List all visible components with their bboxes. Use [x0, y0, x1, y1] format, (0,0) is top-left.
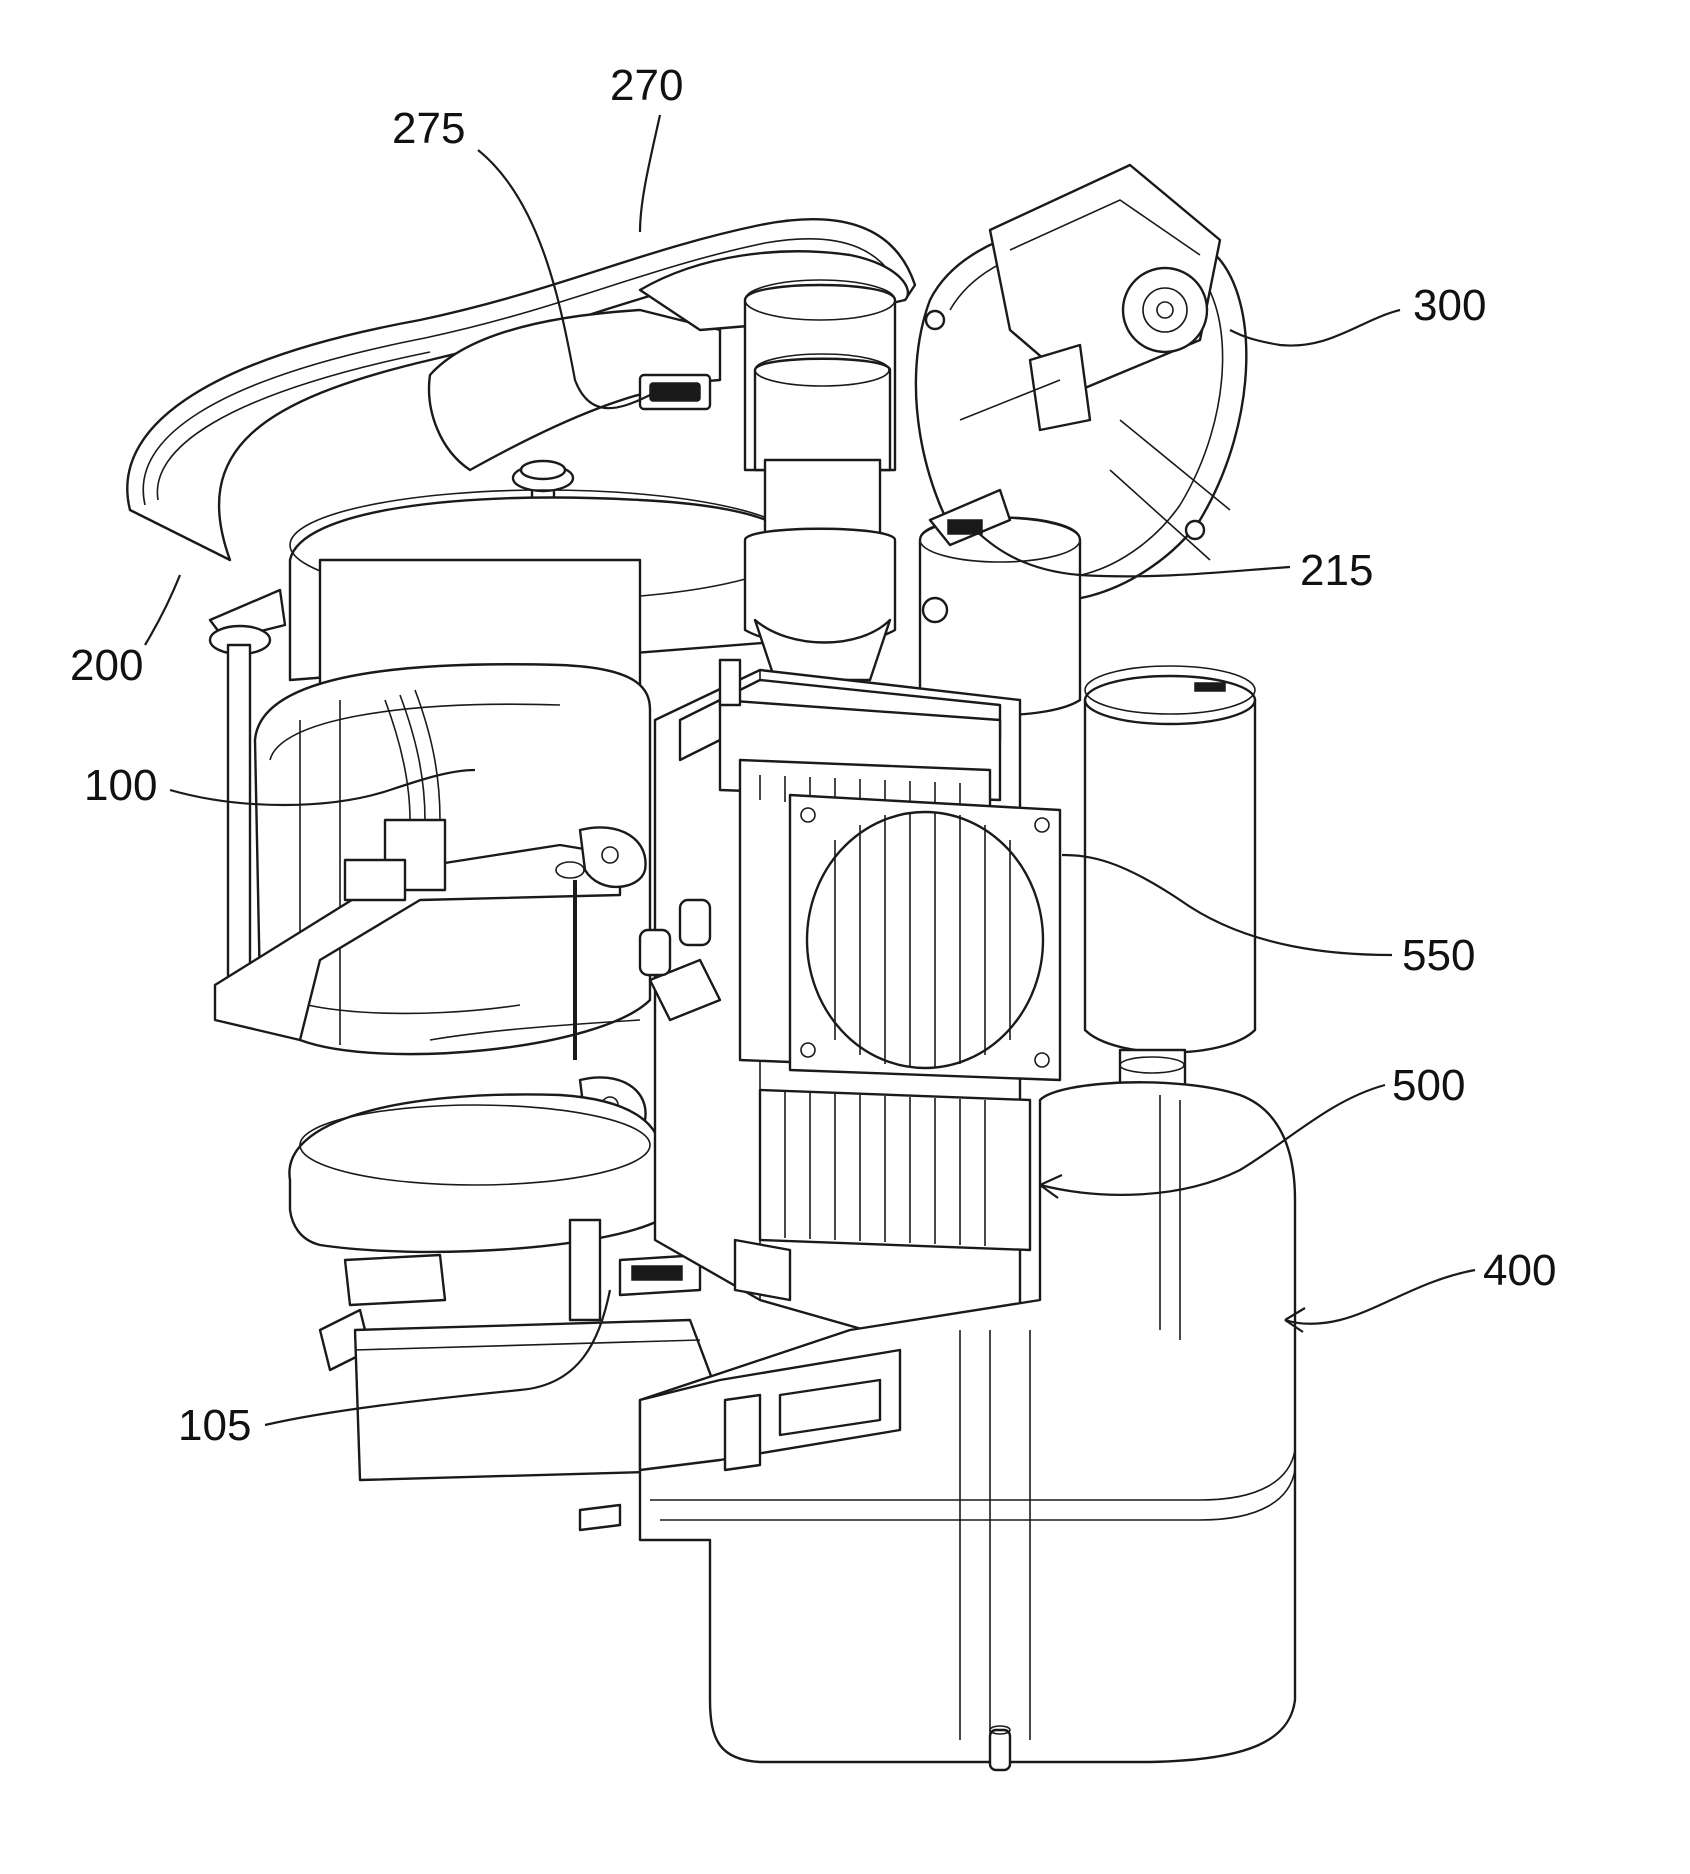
side-canister: [1085, 666, 1255, 1110]
label-275: 275: [392, 104, 465, 153]
leader-300: [1230, 310, 1400, 346]
label-105: 105: [178, 1401, 251, 1450]
label-300: 300: [1413, 281, 1486, 330]
label-215: 215: [1300, 546, 1373, 595]
label-100: 100: [84, 761, 157, 810]
label-500: 500: [1392, 1061, 1465, 1110]
label-270: 270: [610, 61, 683, 110]
fan-grille: [790, 795, 1060, 1080]
leader-400: [1285, 1270, 1475, 1324]
label-550: 550: [1402, 931, 1475, 980]
leader-200: [145, 575, 180, 645]
label-400: 400: [1483, 1246, 1556, 1295]
label-200: 200: [70, 641, 143, 690]
leader-270: [640, 115, 660, 232]
blower-outlet-duct: [920, 490, 1080, 715]
vertical-duct: [745, 280, 895, 680]
